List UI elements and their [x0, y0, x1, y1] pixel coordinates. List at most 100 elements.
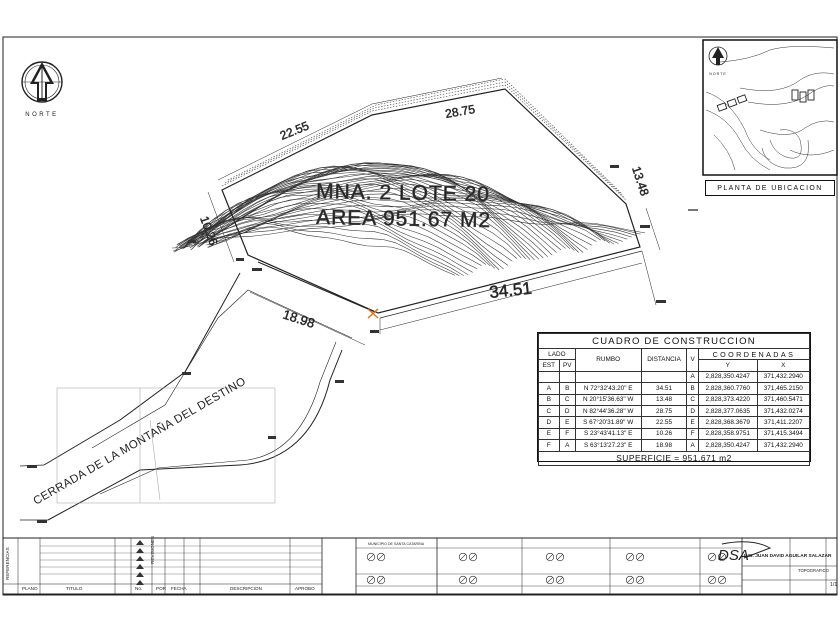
- cell-rumbo: N 20°15'36.63" W: [574, 393, 642, 406]
- cell-rumbo: S 23°43'41.13" E: [574, 427, 642, 441]
- contour-line: [208, 199, 628, 248]
- cell-distancia: 28.75: [640, 404, 688, 418]
- title-block-symbol: [366, 552, 376, 562]
- title-block-symbol-stroke: [470, 577, 476, 583]
- cell-pv: E: [558, 416, 576, 429]
- cell-y: 2,828,350.4247: [697, 370, 758, 384]
- cell-x: 371,411.2207: [756, 416, 811, 429]
- logo-text: DSA: [718, 547, 749, 564]
- title-block-symbol-stroke: [378, 554, 384, 560]
- reference-frames: [56, 387, 276, 504]
- title-block-symbol-stroke: [709, 577, 715, 583]
- cell-y: 2,828,373.4220: [697, 393, 758, 406]
- title-block-symbol-stroke: [557, 554, 563, 560]
- title-block-symbols: [366, 552, 727, 585]
- dim-bottom: 34.51: [488, 279, 532, 302]
- construction-table-title: CUADRO DE CONSTRUCCION: [538, 333, 810, 349]
- contour-line: [184, 173, 518, 259]
- north-arrow: [21, 61, 63, 103]
- cell-pv: A: [558, 439, 576, 452]
- lot-boundary: [221, 88, 643, 319]
- topographic-contours: [171, 78, 646, 276]
- title-block-symbol: [717, 575, 727, 585]
- cell-v: F: [686, 427, 699, 441]
- tb-tipo: TOPOGRAFICO: [798, 568, 829, 573]
- title-block-symbol-stroke: [368, 554, 374, 560]
- contour-line: [209, 205, 637, 242]
- dim-right: 13.48: [629, 165, 652, 198]
- construction-table-grid: CUADRO DE CONSTRUCCION LADO RUMBO DISTAN…: [538, 333, 811, 466]
- cell-v: A: [686, 439, 699, 452]
- title-block-symbol: [635, 575, 645, 585]
- title-block-symbol-stroke: [719, 577, 725, 583]
- cell-v: C: [686, 393, 699, 406]
- contour-line: [211, 213, 646, 239]
- tb-descripcion: DESCRIPCION: [230, 586, 262, 591]
- cell-pv: C: [558, 393, 576, 406]
- cell-x: 371,465.2150: [756, 382, 811, 395]
- contour-line: [194, 162, 562, 251]
- location-plan-label: PLANTA DE UBICACION: [705, 180, 835, 196]
- contour-line: [195, 163, 566, 249]
- cell-pv: B: [558, 382, 576, 395]
- cell-v: B: [686, 382, 699, 395]
- col-x: X: [756, 359, 811, 372]
- cell-v: D: [686, 404, 699, 418]
- title-block-symbol-stroke: [627, 577, 633, 583]
- contour-line: [203, 179, 606, 242]
- title-block-symbol: [376, 575, 386, 585]
- dim-top-right: 28.75: [444, 102, 476, 121]
- title-block-symbol: [366, 575, 376, 585]
- cell-rumbo: N 82°44'36.28" W: [574, 404, 642, 418]
- tb-responsable: ING. JUAN DAVID AGUILAR SALAZAR: [744, 554, 832, 559]
- survey-points: [27, 165, 666, 523]
- lot-area: AREA 951.67 M2: [316, 206, 491, 232]
- cell-distancia: 22.55: [640, 416, 688, 429]
- contour-line: [172, 223, 460, 276]
- cell-pv: F: [558, 427, 576, 441]
- cell-distancia: 34.51: [640, 382, 688, 395]
- col-v: V: [686, 348, 699, 372]
- cell-pv: D: [558, 404, 576, 418]
- title-block-symbol-stroke: [547, 577, 553, 583]
- title-block-symbol: [635, 552, 645, 562]
- contour-line: [173, 220, 464, 276]
- cell-rumbo: S 67°20'31.89" W: [574, 416, 642, 429]
- cell-distancia: 13.48: [640, 393, 688, 406]
- title-block-symbol: [555, 552, 565, 562]
- title-block-symbol-stroke: [719, 554, 725, 560]
- tb-por: POR: [156, 586, 166, 591]
- title-block-symbol-stroke: [460, 554, 466, 560]
- title-block-symbol-stroke: [368, 577, 374, 583]
- title-block-symbol-stroke: [547, 554, 553, 560]
- col-y: Y: [697, 359, 758, 372]
- cell-x: 371,432.2940: [756, 370, 811, 384]
- revision-triangles: [136, 540, 144, 585]
- cell-y: 2,828,377.0635: [697, 404, 758, 418]
- title-block: REFERENCIAS PLANO TITULO No. POR FECHA D…: [2, 536, 838, 593]
- tb-aprobo: APROBO: [295, 586, 315, 591]
- cell-y: 2,828,358.9751: [697, 427, 758, 441]
- inset-north-label: NORTE: [709, 72, 727, 76]
- cell-rumbo: S 63°13'27.23" E: [574, 439, 642, 452]
- dim-top-left: 22.55: [278, 118, 311, 142]
- cell-y: 2,828,350.4247: [697, 439, 758, 452]
- lot-title: MNA. 2 LOTE 20: [316, 180, 490, 206]
- title-block-symbol: [458, 575, 468, 585]
- title-block-symbol: [468, 575, 478, 585]
- title-block-symbol: [707, 552, 717, 562]
- boundary-hatch: [227, 78, 623, 195]
- title-block-symbol-stroke: [627, 554, 633, 560]
- title-block-symbol: [555, 575, 565, 585]
- tb-no: No.: [135, 586, 143, 591]
- tb-plano: PLANO: [22, 586, 38, 591]
- contour-line: [191, 165, 548, 257]
- title-block-symbol-stroke: [637, 554, 643, 560]
- title-block-symbol: [468, 552, 478, 562]
- cell-x: 371,460.5471: [756, 393, 811, 406]
